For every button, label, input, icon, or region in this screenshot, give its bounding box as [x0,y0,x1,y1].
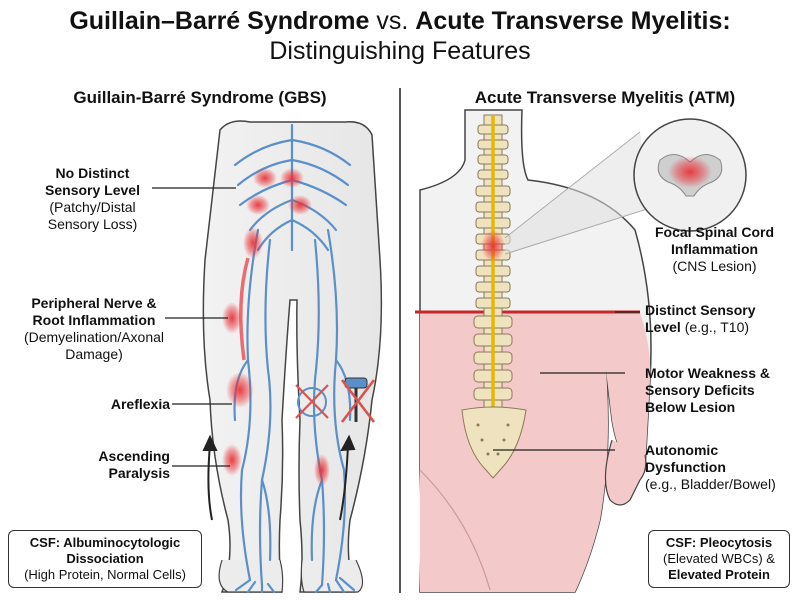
ascending-arrow-icon [202,434,356,521]
title-vs: vs. [369,7,416,35]
page-subtitle: Distinguishing Features [269,37,531,65]
atm-heading: Acute Transverse Myelitis (ATM) [474,88,736,107]
gbs-heading: Guillain-Barré Syndrome (GBS) [73,88,327,107]
spine [461,114,527,479]
title-atm: Acute Transverse Myelitis: [415,7,731,35]
atm-csf-box: CSF: Pleocytosis (Elevated WBCs) & Eleva… [648,530,790,588]
gbs-inflammation [222,168,330,486]
title-gbs: Guillain–Barré Syndrome [69,7,370,35]
spinal-cord-cross-section [504,118,747,255]
page-title: Guillain–Barré Syndrome vs. Acute Transv… [0,6,800,66]
column-divider [399,88,401,593]
label-areflexia: Areflexia [110,396,170,412]
crossed-out-knee-icon [295,384,329,419]
atm-lesion [481,230,505,262]
reflex-hammer-crossed-icon [340,377,376,423]
label-peripheral-nerve: Peripheral Nerve &Root Inflammation (Dem… [23,295,165,362]
